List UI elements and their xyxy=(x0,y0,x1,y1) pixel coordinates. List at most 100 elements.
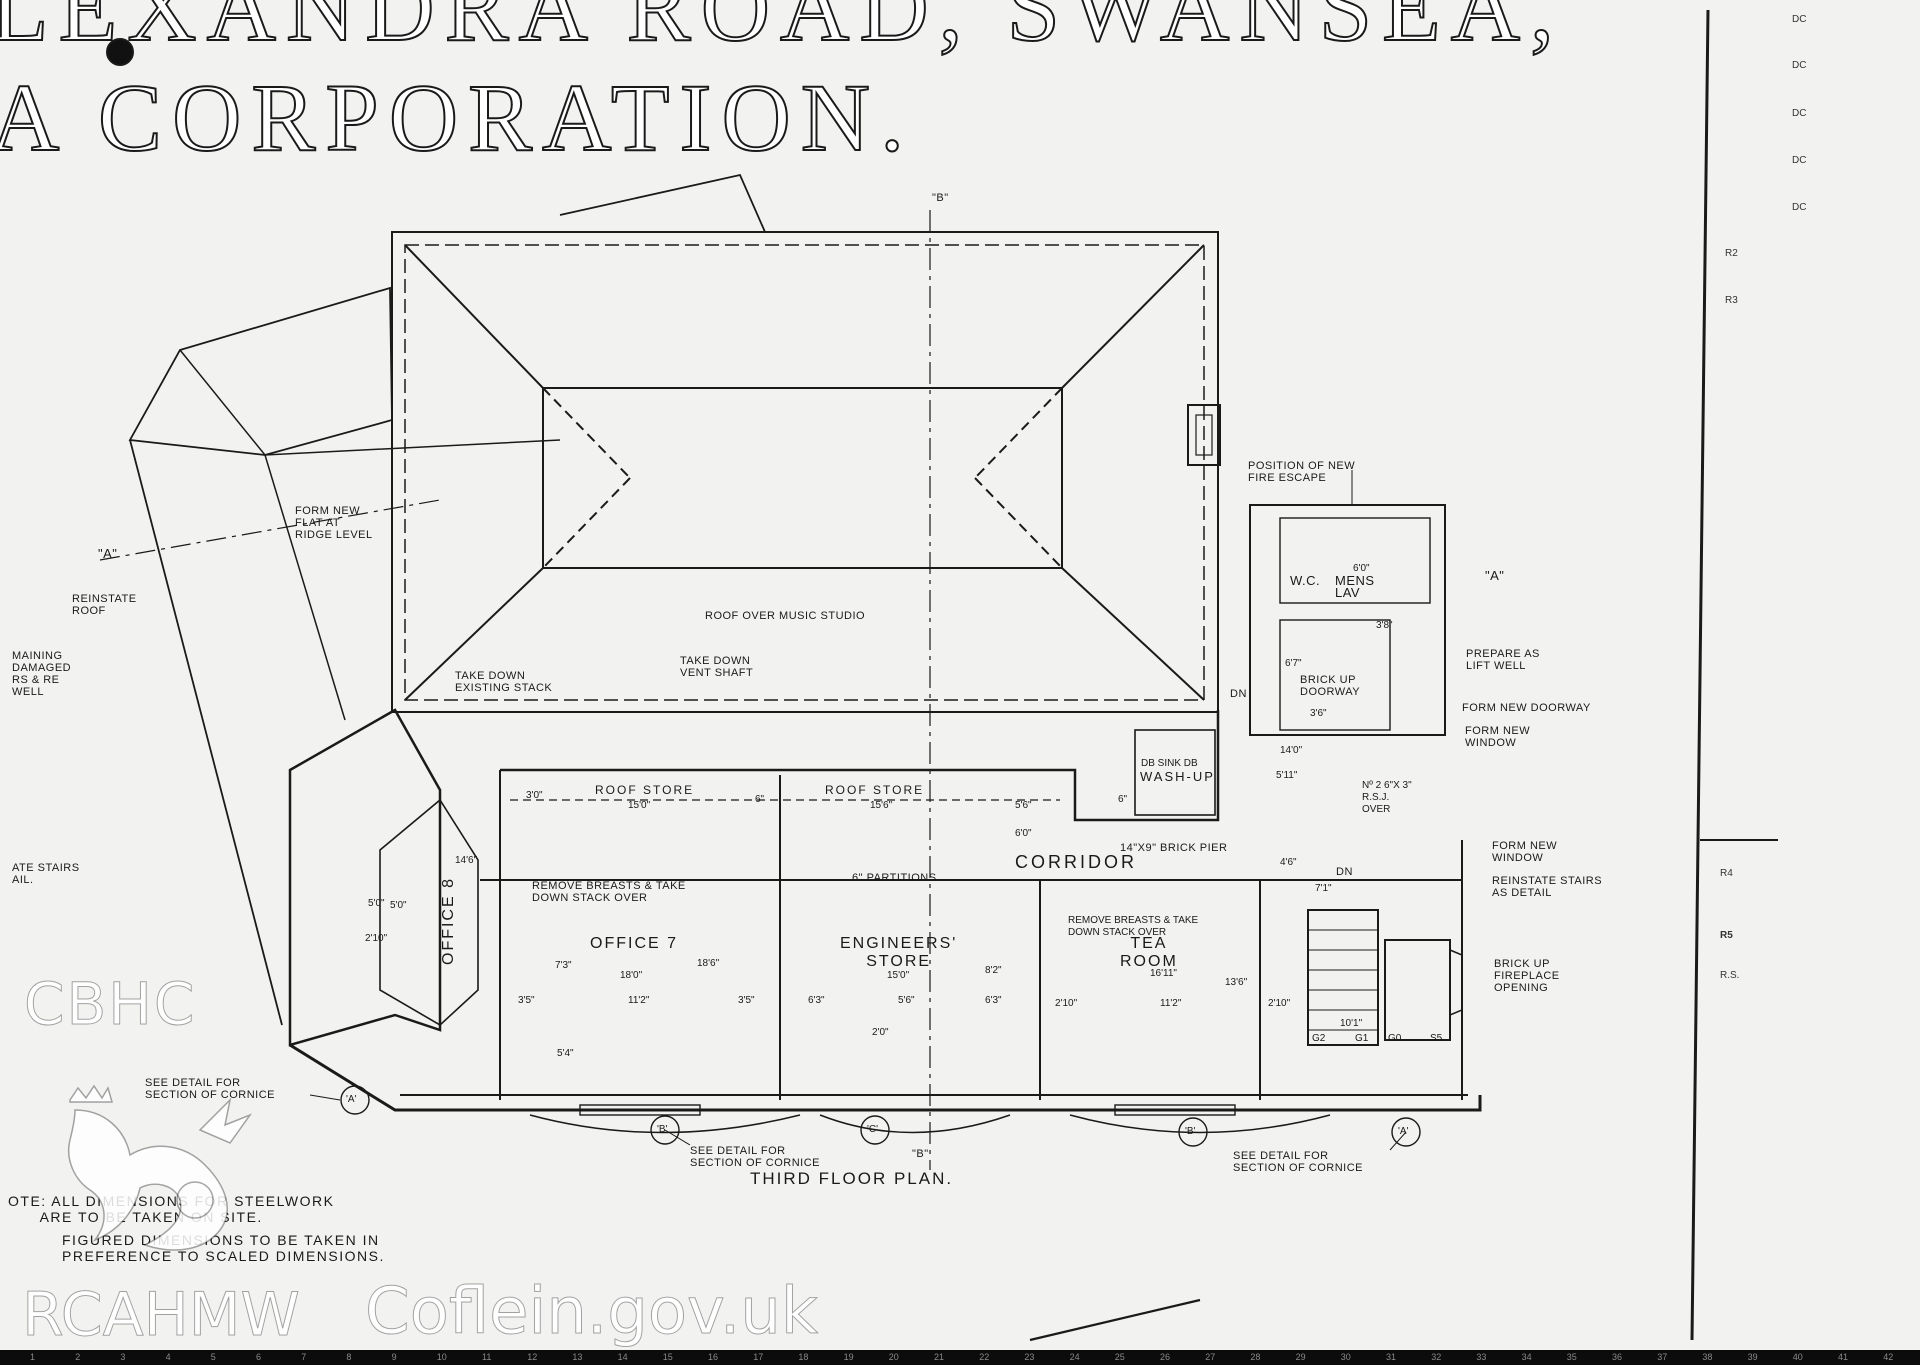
ruler-number: 40 xyxy=(1792,1352,1803,1362)
ruler-number: 33 xyxy=(1476,1352,1487,1362)
punch-hole xyxy=(106,38,134,66)
annot-brick-up-doorway: BRICK UP DOORWAY xyxy=(1300,674,1361,698)
dim-d32: 10'1" xyxy=(1340,1018,1363,1029)
annot-reinstate-stairs-left: ATE STAIRS AIL. xyxy=(12,862,80,886)
ridge-dash-3 xyxy=(974,387,1063,479)
ruler-number: 22 xyxy=(979,1352,990,1362)
ruler-number: 34 xyxy=(1521,1352,1532,1362)
ruler-number: 28 xyxy=(1250,1352,1261,1362)
annot-position-fire-escape: POSITION OF NEW FIRE ESCAPE xyxy=(1248,460,1356,484)
watermark-cbhc: CBHC xyxy=(23,970,197,1039)
dim-d38: 3'6" xyxy=(1310,708,1327,719)
roof-outline-inner xyxy=(404,244,1205,701)
room-office-7: OFFICE 7 xyxy=(590,935,679,952)
annot-see-detail-cornice-2: SEE DETAIL FOR SECTION OF CORNICE xyxy=(690,1145,821,1169)
dim-d21: 3'5" xyxy=(518,995,535,1006)
ruler-number: 16 xyxy=(708,1352,719,1362)
dim-d35: 6'0" xyxy=(1353,563,1370,574)
dim-d31: 5'4" xyxy=(557,1048,574,1059)
title-line-2: A CORPORATION. xyxy=(0,63,915,172)
ridge-dash-4 xyxy=(974,477,1063,569)
marker-a-1-circle xyxy=(340,1085,370,1115)
annot-dn-2: DN xyxy=(1336,866,1353,878)
ruler-number: 17 xyxy=(753,1352,764,1362)
section-line-a xyxy=(99,499,441,561)
marker-a-2: 'A' xyxy=(1398,1126,1409,1137)
annot-section-a-right: "A" xyxy=(1485,568,1505,583)
stair-code-g2: G2 xyxy=(1312,1033,1326,1044)
hip-4 xyxy=(1061,567,1205,701)
room-roof-store-1: ROOF STORE xyxy=(595,783,695,797)
margin-code: R5 xyxy=(1720,930,1733,941)
fireplace xyxy=(1449,948,1463,1017)
margin-code: R.S. xyxy=(1720,970,1740,981)
margin-code: DC xyxy=(1792,60,1807,71)
right-margin-line xyxy=(1690,9,1710,1341)
marker-a-1: 'A' xyxy=(346,1094,357,1105)
wc-block xyxy=(1249,504,1446,736)
ruler-number: 10 xyxy=(436,1352,447,1362)
ruler-number: 14 xyxy=(617,1352,628,1362)
annot-sink: DB SINK DB xyxy=(1141,758,1198,769)
annot-prepare-lift-well: PREPARE AS LIFT WELL xyxy=(1466,648,1540,672)
roof-ridge xyxy=(542,387,1063,569)
dim-d3: 6" xyxy=(755,794,765,805)
annot-section-a-left: "A" xyxy=(98,546,118,561)
annot-form-new-flat: FORM NEW FLAT AT RIDGE LEVEL xyxy=(295,505,373,541)
ruler-number: 4 xyxy=(165,1352,171,1362)
dim-d28: 11'2" xyxy=(1160,998,1182,1009)
ruler-number: 37 xyxy=(1657,1352,1668,1362)
annot-remove-breasts-1: REMOVE BREASTS & TAKE DOWN STACK OVER xyxy=(532,880,686,904)
ruler-number: 13 xyxy=(572,1352,583,1362)
ruler-number: 36 xyxy=(1612,1352,1623,1362)
ruler-number: 41 xyxy=(1838,1352,1849,1362)
angled-wing-edge xyxy=(129,439,283,1026)
margin-code: DC xyxy=(1792,14,1807,25)
annot-form-new-doorway: FORM NEW DOORWAY xyxy=(1462,702,1591,714)
dim-d22: 11'2" xyxy=(628,995,650,1006)
bay-curve-1 xyxy=(529,1114,801,1134)
ruler-number: 24 xyxy=(1069,1352,1080,1362)
ruler-number: 19 xyxy=(843,1352,854,1362)
dim-d4: 15'6" xyxy=(870,800,893,811)
stair-code-s5: S5 xyxy=(1430,1033,1443,1044)
margin-code: DC xyxy=(1792,155,1807,166)
dim-d10: 14'0" xyxy=(1280,745,1303,756)
dim-d15: 18'0" xyxy=(620,970,643,981)
ruler-number: 2 xyxy=(75,1352,81,1362)
corridor-north xyxy=(500,710,1220,822)
margin-code: R4 xyxy=(1720,868,1733,879)
annot-roof-music-studio: ROOF OVER MUSIC STUDIO xyxy=(705,610,866,622)
stair-treads xyxy=(1308,929,1378,1031)
room-wc: W.C. xyxy=(1290,573,1321,588)
room-engineers-store: ENGINEERS' STORE xyxy=(840,935,958,970)
dim-d5: 5'6" xyxy=(1015,800,1032,811)
bay-window-1 xyxy=(579,1104,701,1116)
dim-d37: 2'10" xyxy=(365,933,388,944)
dim-d29: 2'10" xyxy=(1268,998,1291,1009)
dim-d6: 6" xyxy=(1118,794,1128,805)
ruler-number: 9 xyxy=(391,1352,397,1362)
marker-b-1-circle xyxy=(650,1115,680,1145)
wc-inner xyxy=(1279,517,1431,604)
pen-mark xyxy=(1029,1298,1201,1342)
annot-reinstate-roof: REINSTATE ROOF xyxy=(72,593,137,617)
marker-b-1: 'B' xyxy=(657,1124,668,1135)
margin-code: R3 xyxy=(1725,295,1738,306)
dim-d34: 6'7" xyxy=(1285,658,1302,669)
bay-curve-2 xyxy=(819,1114,1011,1134)
dim-d11: 5'11" xyxy=(1276,770,1298,781)
ruler-number: 35 xyxy=(1566,1352,1577,1362)
lift-shaft-inner xyxy=(1195,414,1213,456)
margin-code: R2 xyxy=(1725,248,1738,259)
hip-3 xyxy=(404,567,544,701)
ruler-number: 39 xyxy=(1747,1352,1758,1362)
dim-d25: 5'6" xyxy=(898,995,915,1006)
hip-2 xyxy=(1061,244,1205,389)
angled-wing-edge-2 xyxy=(264,454,346,721)
dim-d24: 6'3" xyxy=(808,995,825,1006)
ruler-number: 20 xyxy=(888,1352,899,1362)
dim-d23: 3'5" xyxy=(738,995,755,1006)
